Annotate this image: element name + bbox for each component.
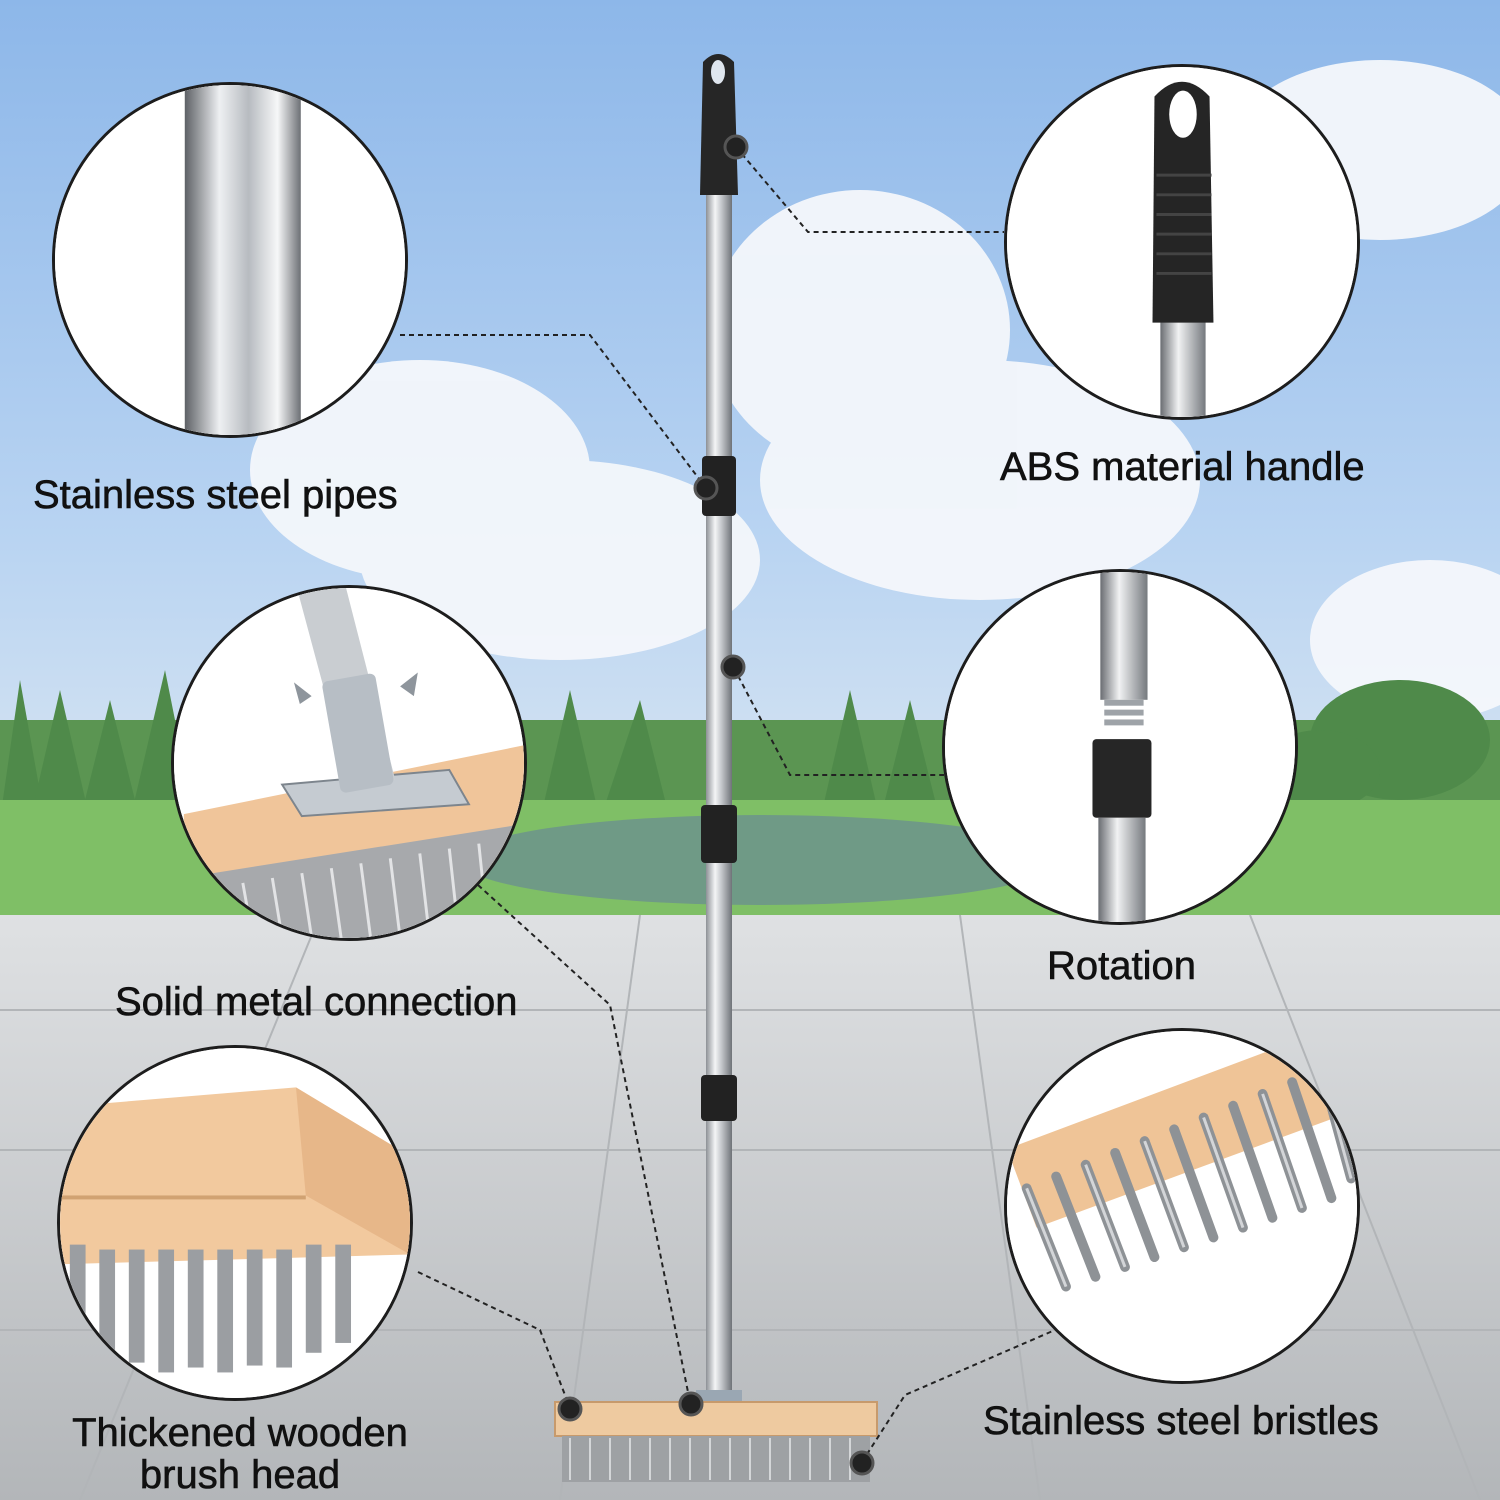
label-connection: Solid metal connection <box>115 980 518 1024</box>
label-brush-head: Thickened wooden brush head <box>50 1411 430 1497</box>
callout-bristles <box>1004 1028 1360 1384</box>
rotation-joint-closeup-icon <box>945 572 1295 922</box>
callout-pipes <box>52 82 408 438</box>
clouds <box>250 60 1500 720</box>
steel-bristles-closeup-icon <box>1007 1031 1357 1381</box>
callout-handle <box>1004 64 1360 420</box>
callout-brush-head <box>57 1045 413 1401</box>
callout-connection <box>171 585 527 941</box>
label-handle: ABS material handle <box>1000 445 1365 489</box>
label-rotation: Rotation <box>1047 944 1197 988</box>
label-pipes: Stainless steel pipes <box>33 473 398 517</box>
label-bristles: Stainless steel bristles <box>983 1399 1379 1443</box>
handle-grip-closeup-icon <box>1007 67 1357 417</box>
lake <box>460 815 1060 905</box>
metal-connector-closeup-icon <box>174 588 524 938</box>
steel-pipe-closeup-icon <box>55 85 405 435</box>
wooden-head-closeup-icon <box>60 1048 410 1398</box>
label-brush-head-line2: brush head <box>139 1453 341 1497</box>
label-brush-head-line1: Thickened wooden <box>72 1411 408 1455</box>
callout-rotation <box>942 569 1298 925</box>
